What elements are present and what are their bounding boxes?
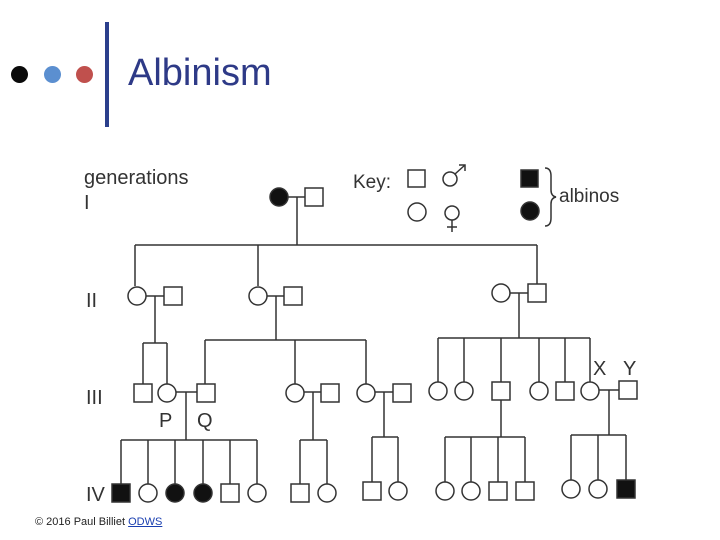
individual-label-x: X [593,358,606,380]
gen4-female [461,481,481,501]
key-affected-female-icon [520,201,540,221]
key-affected-male-icon [520,169,539,188]
gen4-female [247,483,267,503]
individual-label-q: Q [197,410,213,432]
gen3-male [392,383,412,403]
key-female-circle-icon [407,202,427,222]
gen3-female [428,381,448,401]
gen3-female-x [580,381,600,401]
gen3-male-y [618,380,638,400]
gen3-male [555,381,575,401]
header-dot-blue [44,66,61,83]
copyright-notice: © 2016 Paul Billiet ODWS [35,516,162,528]
generation-label-2: II [86,290,97,312]
pedigree-lines [120,196,627,484]
gen4-male-affected [111,483,131,503]
gen4-male [515,481,535,501]
gen3-female [454,381,474,401]
generation-label-1: I [84,192,90,214]
gen2-male [283,286,303,306]
gen3-male-q [196,383,216,403]
key-label: Key: [353,172,391,193]
gen2-female [248,286,268,306]
slide-title: Albinism [128,52,272,94]
gen2-female [127,286,147,306]
gen4-female [317,483,337,503]
albinos-label: albinos [559,186,619,207]
gen4-female [138,483,158,503]
gen4-female [561,479,581,499]
gen2-male [163,286,183,306]
gen4-male [488,481,508,501]
gen4-female [388,481,408,501]
gen3-female [529,381,549,401]
female-symbol-icon [444,205,460,232]
individual-label-p: P [159,410,172,432]
gen4-female [435,481,455,501]
gen2-female [491,283,511,303]
gen3-female [285,383,305,403]
key-brace-icon [544,167,557,227]
gen3-male [133,383,153,403]
header-dot-black [11,66,28,83]
gen4-male-affected [616,479,636,499]
odws-link[interactable]: ODWS [128,516,163,528]
gen3-female [356,383,376,403]
gen1-female-affected [269,187,289,207]
pedigree-individuals [111,187,638,503]
gen3-male [320,383,340,403]
gen3-male [491,381,511,401]
gen4-male [290,483,310,503]
generation-label-4: IV [86,484,106,506]
copyright-text: © 2016 Paul Billiet [35,516,126,528]
gen4-female [588,479,608,499]
gen4-female-affected [193,483,213,503]
key-symbols [407,164,557,232]
individual-label-y: Y [623,358,636,380]
gen3-female-p [157,383,177,403]
generation-label-3: III [86,387,103,409]
header-dot-red [76,66,93,83]
key-male-square-icon [407,169,426,188]
male-symbol-icon [442,164,466,187]
gen4-male [220,483,240,503]
gen1-male [304,187,324,207]
gen4-female-affected [165,483,185,503]
generations-label: generations [84,167,189,189]
gen4-male [362,481,382,501]
header-divider [105,22,109,127]
gen2-male [527,283,547,303]
